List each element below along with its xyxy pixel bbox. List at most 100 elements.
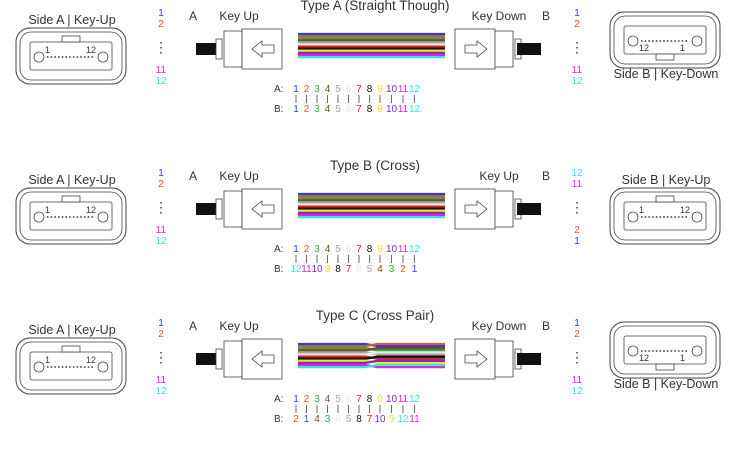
- vertical-ellipsis: ⋮: [154, 199, 168, 215]
- map-a-number: 6: [346, 244, 352, 255]
- left-plug: [196, 28, 283, 70]
- ferrule-black: [517, 43, 541, 55]
- map-prefix-a: A:: [274, 244, 283, 255]
- arrow-left-icon: [251, 40, 275, 58]
- map-b-number: 12: [290, 264, 302, 275]
- map-a-number: 1: [293, 84, 299, 95]
- plug-housing: [223, 340, 243, 378]
- fiber-number-12: 12: [155, 76, 167, 87]
- map-a-number: 11: [398, 84, 409, 95]
- map-b-number: 10: [311, 264, 323, 275]
- plug-housing: [494, 340, 514, 378]
- map-a-number: 12: [409, 394, 421, 405]
- map-b-number: 3: [389, 264, 395, 275]
- ferrule-collar: [215, 38, 223, 60]
- pin-label: 1: [680, 43, 685, 53]
- fiber-strand: [298, 355, 445, 360]
- arrow-left-icon: [251, 350, 275, 368]
- vertical-ellipsis: ⋮: [570, 39, 584, 55]
- connector-face-inner: [613, 191, 717, 241]
- map-b-number: 11: [301, 264, 312, 275]
- map-a-number: 5: [335, 244, 341, 255]
- pin-label: 12: [639, 353, 649, 363]
- fiber-number-1: 1: [574, 318, 580, 329]
- map-b-number: 1: [304, 414, 310, 425]
- fiber-number-11: 11: [572, 65, 583, 76]
- map-b-number: 7: [367, 414, 373, 425]
- map-a-number: 2: [304, 84, 310, 95]
- map-a-number: 12: [409, 244, 421, 255]
- key-right-label: Key Up: [479, 169, 519, 183]
- ferrule-black: [517, 353, 541, 365]
- pin-label: 1: [45, 45, 50, 55]
- map-b-number: 8: [356, 414, 362, 425]
- pin-label: 1: [680, 353, 685, 363]
- map-b-number: 10: [374, 414, 386, 425]
- map-a-number: 5: [335, 84, 341, 95]
- fiber-number-1: 1: [158, 318, 164, 329]
- guide-hole-icon: [97, 51, 109, 63]
- section-title: Type A (Straight Though): [300, 0, 449, 13]
- fiber-number-11: 11: [156, 375, 167, 386]
- ferrule-black: [517, 203, 541, 215]
- map-a-number: 10: [386, 394, 398, 405]
- pin-label: 1: [45, 205, 50, 215]
- map-b-number: 11: [398, 104, 409, 115]
- map-b-number: 6: [346, 104, 352, 115]
- guide-hole-icon: [691, 35, 703, 47]
- right-plug: [454, 28, 541, 70]
- map-b-number: 9: [389, 414, 395, 425]
- map-prefix-b: B:: [274, 414, 283, 425]
- right-plug: [454, 188, 541, 230]
- map-a-number: 8: [367, 244, 373, 255]
- map-a-number: 7: [356, 244, 362, 255]
- side-b-connector-face: 12 1: [609, 321, 721, 379]
- connector-key: [655, 195, 675, 203]
- map-b-number: 6: [335, 414, 341, 425]
- map-a-number: 3: [314, 244, 320, 255]
- connector-key: [61, 345, 81, 353]
- map-b-number: 3: [314, 104, 320, 115]
- map-b-number: 3: [325, 414, 331, 425]
- map-a-number: 4: [325, 394, 331, 405]
- map-prefix-a: A:: [274, 84, 283, 95]
- fiber-strand: [298, 363, 445, 369]
- arrow-right-icon: [464, 200, 488, 218]
- guide-hole-icon: [627, 211, 639, 223]
- ferrule-collar: [215, 348, 223, 370]
- fiber-number-2: 2: [158, 179, 164, 190]
- end-b-label: B: [542, 169, 550, 183]
- pin-label: 12: [680, 205, 690, 215]
- end-a-label: A: [189, 169, 197, 183]
- guide-hole-icon: [691, 345, 703, 357]
- end-b-label: B: [542, 9, 550, 23]
- fiber-number-11: 11: [156, 65, 167, 76]
- plug-boot: [241, 188, 283, 230]
- guide-hole-icon: [33, 211, 45, 223]
- map-a-number: 8: [367, 394, 373, 405]
- guide-hole-icon: [33, 51, 45, 63]
- side-a-label: Side A | Key-Up: [28, 13, 115, 27]
- plug-housing: [494, 30, 514, 68]
- map-prefix-a: A:: [274, 394, 283, 405]
- map-a-number: 1: [293, 394, 299, 405]
- fiber-strand: [298, 342, 445, 348]
- map-a-number: 8: [367, 84, 373, 95]
- ribbon-cable: [298, 342, 445, 369]
- fiber-number-12: 12: [155, 386, 167, 397]
- arrow-left-icon: [251, 200, 275, 218]
- fiber-number-12: 12: [155, 236, 167, 247]
- map-a-number: 9: [377, 84, 383, 95]
- map-prefix-b: B:: [274, 104, 283, 115]
- connector-key: [655, 53, 675, 61]
- connector-key: [655, 363, 675, 371]
- vertical-ellipsis: ⋮: [570, 199, 584, 215]
